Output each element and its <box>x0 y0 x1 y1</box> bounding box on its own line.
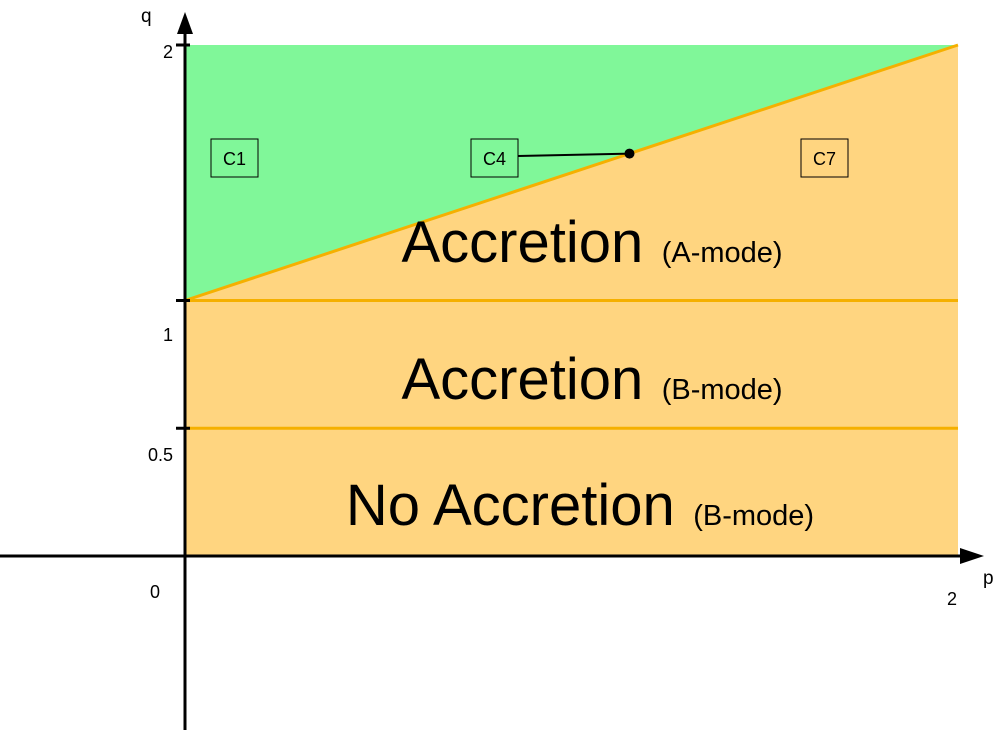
case-box-c4: C4 <box>470 138 519 178</box>
case-label: C7 <box>813 149 836 169</box>
y-axis-name: q <box>141 6 152 27</box>
region-label-main: No Accretion <box>346 473 675 538</box>
region-label-mode: (A-mode) <box>662 237 783 269</box>
y-tick-label: 2 <box>163 42 173 62</box>
c4-marker-point <box>624 148 635 159</box>
case-label: C1 <box>223 149 246 169</box>
region-label-accretion-b-mode: Accretion (B-mode) <box>401 347 782 412</box>
case-box-frame <box>210 138 259 178</box>
case-box-frame <box>470 138 519 178</box>
y-tick-label: 0.5 <box>148 445 173 465</box>
y-axis-ticks <box>176 43 190 430</box>
y-axis-arrow-icon <box>177 12 193 34</box>
case-box-c7: C7 <box>800 138 849 178</box>
x-tick-labels: 2 <box>947 589 957 609</box>
boundary-line-diagonal <box>184 43 959 302</box>
case-box-frame <box>800 138 849 178</box>
c4-pointer-line <box>517 152 630 157</box>
region-label-main: Accretion <box>401 347 643 412</box>
x-axis-name: p <box>983 568 994 589</box>
y-tick-labels: 0.5 1 2 <box>148 42 173 465</box>
x-tick-label: 2 <box>947 589 957 609</box>
region-label-mode: (B-mode) <box>693 500 814 532</box>
region-label-main: Accretion <box>401 210 643 275</box>
case-label: C4 <box>483 149 506 169</box>
region-label-accretion-a-mode: Accretion (A-mode) <box>401 210 782 275</box>
x-axis-arrow-icon <box>960 548 984 564</box>
region-label-no-accretion-b-mode: No Accretion (B-mode) <box>346 473 814 538</box>
region-label-mode: (B-mode) <box>662 374 783 406</box>
case-box-c1: C1 <box>210 138 259 178</box>
y-tick-label: 1 <box>163 325 173 345</box>
origin-label: 0 <box>150 582 160 602</box>
